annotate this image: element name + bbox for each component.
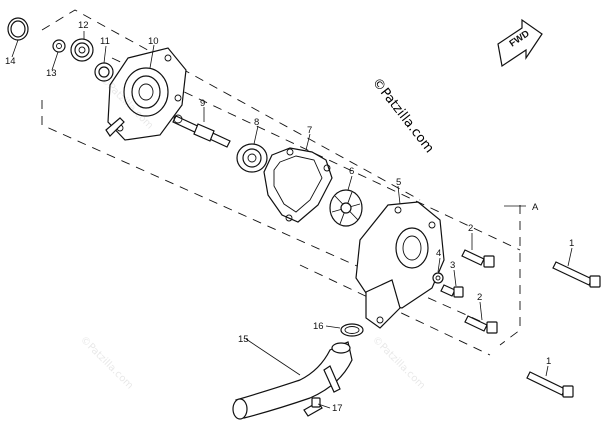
label-11: 11: [100, 36, 110, 47]
label-3: 3: [450, 260, 455, 271]
label-9: 9: [200, 98, 205, 109]
leader-lines: [11, 31, 573, 409]
callout-a: A: [504, 202, 539, 213]
label-12: 12: [78, 20, 89, 31]
label-10: 10: [148, 36, 159, 47]
long-bolt-1-upper: [552, 261, 601, 288]
coolant-pipe-15: [232, 341, 353, 420]
label-2-upper: 2: [468, 223, 473, 234]
label-8: 8: [254, 117, 259, 128]
watermark-faint-3: ©Patzilla.com: [370, 334, 427, 391]
watermark-faint-2: ©Patzilla.com: [78, 334, 135, 391]
pump-cover-10: [105, 47, 187, 141]
o-ring-14: [7, 17, 29, 41]
impeller-6: [329, 189, 363, 227]
part-number-labels: 14 13 12 11 10 9 8 7 6 5 4 3 2 2 1 1 16 …: [5, 20, 574, 414]
washer-13: [52, 39, 66, 53]
watermark-main: ©Patzilla.com: [369, 75, 437, 156]
pump-shaft-9: [172, 114, 231, 148]
label-6: 6: [349, 166, 354, 177]
label-15: 15: [238, 334, 249, 345]
fitting-17: [303, 397, 323, 417]
bolt-2-lower: [464, 315, 498, 334]
label-14: 14: [5, 56, 16, 67]
label-1-lower: 1: [546, 356, 551, 367]
label-1-upper: 1: [569, 238, 574, 249]
callout-a-label: A: [532, 202, 539, 213]
label-2-lower: 2: [477, 292, 482, 303]
label-13: 13: [46, 68, 57, 79]
label-5: 5: [396, 177, 401, 188]
gasket-7: [263, 147, 333, 223]
washer-4: [432, 272, 444, 284]
label-17: 17: [332, 403, 343, 414]
pump-body-5: [355, 201, 445, 329]
bearing-12: [70, 38, 94, 62]
mechanical-seal-8: [236, 143, 268, 173]
forward-arrow-icon: FWD: [497, 18, 543, 68]
long-bolt-1-lower: [526, 371, 574, 398]
bolt-3: [440, 284, 464, 298]
label-7: 7: [307, 125, 312, 136]
bolt-2-upper: [461, 249, 495, 268]
label-4: 4: [436, 248, 441, 259]
label-16: 16: [313, 321, 324, 332]
o-ring-16: [340, 323, 364, 337]
